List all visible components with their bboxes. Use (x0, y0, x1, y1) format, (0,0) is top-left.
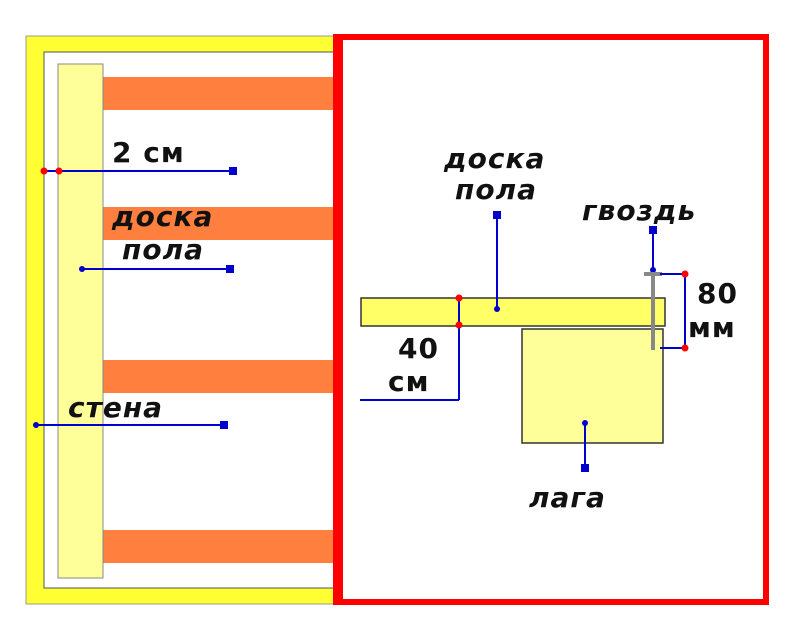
left-board-dot (79, 266, 85, 272)
wall-board (57, 63, 104, 579)
joist-strip-1 (103, 77, 336, 110)
nail-label: гвоздь (582, 194, 696, 227)
board-dim-dot-bottom (455, 321, 463, 329)
gap-dot-right (55, 167, 63, 175)
right-board-label-line1: доска (443, 142, 545, 175)
wall-label: стена (68, 391, 163, 424)
joist-strip-2 (103, 207, 336, 240)
nail-leader-dot (650, 267, 656, 273)
section-floor-board (360, 297, 666, 327)
left-board-leader-end (226, 265, 234, 273)
gap-label: 2 см (112, 136, 185, 169)
joist-leader-end (581, 464, 589, 472)
right-board-dot (494, 306, 500, 312)
nail-dim-dot-bottom (681, 344, 689, 352)
wall-dot (33, 422, 39, 428)
board-dim-label-line1: 40 (398, 332, 439, 365)
joist-strip-4 (103, 530, 336, 563)
board-dim-dot-top (455, 294, 463, 302)
joist-strip-3 (103, 360, 336, 393)
left-board-label-line1: доска (111, 200, 213, 233)
section-joist (521, 328, 664, 444)
left-board-label-line2: пола (122, 233, 204, 266)
right-board-label-line2: пола (455, 173, 537, 206)
joist-label: лага (529, 481, 606, 514)
nail-dim-dot-top (681, 270, 689, 278)
gap-leader-end (229, 167, 237, 175)
gap-dot-left (40, 167, 48, 175)
nail-dim-label-line2: мм (688, 311, 736, 344)
wall-leader-end (220, 421, 228, 429)
board-dim-label-line2: см (388, 365, 429, 398)
nail-dim-label-line1: 80 (697, 277, 738, 310)
